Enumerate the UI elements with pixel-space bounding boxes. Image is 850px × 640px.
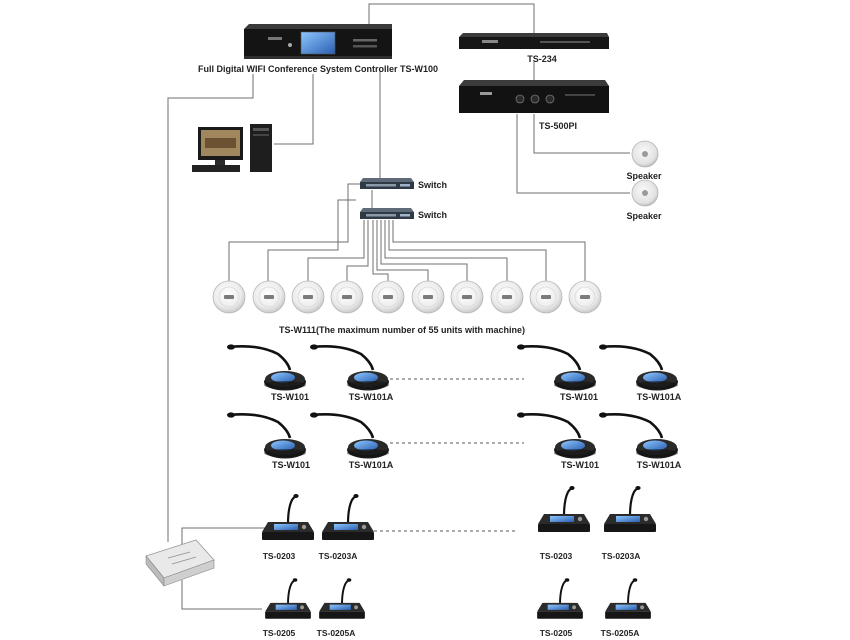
wired-mic-row-2: TS-0205 TS-0205A TS-0205 TS-0205A xyxy=(263,577,652,638)
w101a-label: TS-W101A xyxy=(349,460,394,470)
t0205a-label: TS-0205A xyxy=(601,628,640,638)
wireless-ap-icon xyxy=(212,280,246,314)
wireless-gooseneck-mic-icon xyxy=(308,343,391,392)
w101a-label: TS-W101A xyxy=(349,392,394,402)
speaker-1: Speaker xyxy=(626,140,662,181)
access-points: TS-W111(The maximum number of 55 units w… xyxy=(212,280,602,335)
controller-label: Full Digital WIFI Conference System Cont… xyxy=(198,64,438,74)
wireless-ap-icon xyxy=(411,280,445,314)
switch-1: Switch xyxy=(360,178,447,190)
junction-box-icon xyxy=(145,539,215,587)
t0203-label: TS-0203 xyxy=(263,551,296,561)
wireless-gooseneck-mic-icon xyxy=(225,343,308,392)
wireless-gooseneck-mic-icon xyxy=(515,411,598,460)
speaker-1-label: Speaker xyxy=(626,171,662,181)
wireless-ap-icon xyxy=(450,280,484,314)
rack-matrix-icon xyxy=(459,33,609,49)
wired-gooseneck-mic-icon xyxy=(318,577,366,620)
t0205-label: TS-0205 xyxy=(540,628,573,638)
wireless-ap-icon xyxy=(490,280,524,314)
t0205a-label: TS-0205A xyxy=(317,628,356,638)
w101-label: TS-W101 xyxy=(561,460,599,470)
junction-box xyxy=(145,539,215,587)
w101-label: TS-W101 xyxy=(271,392,309,402)
ap-caption: TS-W111(The maximum number of 55 units w… xyxy=(279,325,525,335)
wireless-gooseneck-mic-icon xyxy=(308,411,391,460)
t0203-label: TS-0203 xyxy=(540,551,573,561)
wired-gooseneck-mic-icon xyxy=(536,484,592,534)
ts500pi-label: TS-500PI xyxy=(539,121,577,131)
wireless-mic-row-2: TS-W101 TS-W101A TS-W101 TS-W101A xyxy=(225,411,682,470)
network-switch-icon xyxy=(360,208,414,219)
ts234-label: TS-234 xyxy=(527,54,557,64)
wireless-gooseneck-mic-icon xyxy=(515,343,598,392)
conference-controller: Full Digital WIFI Conference System Cont… xyxy=(198,24,438,74)
wireless-ap-icon xyxy=(252,280,286,314)
desktop-computer-icon xyxy=(192,124,272,172)
wireless-ap-icon xyxy=(568,280,602,314)
w101-label: TS-W101 xyxy=(272,460,310,470)
wired-gooseneck-mic-icon xyxy=(264,577,312,620)
wireless-gooseneck-mic-icon xyxy=(597,411,680,460)
wireless-ap-icon xyxy=(371,280,405,314)
matrix-unit: TS-234 xyxy=(459,33,609,64)
switch-1-label: Switch xyxy=(418,180,447,190)
wired-gooseneck-mic-icon xyxy=(260,492,316,542)
network-switch-icon xyxy=(360,178,414,189)
ceiling-speaker-icon xyxy=(631,140,659,168)
wired-gooseneck-mic-icon xyxy=(320,492,376,542)
wireless-gooseneck-mic-icon xyxy=(225,411,308,460)
wired-gooseneck-mic-icon xyxy=(536,577,584,620)
conference-controller-icon xyxy=(244,24,392,59)
switch-2: Switch xyxy=(360,208,447,220)
t0205-label: TS-0205 xyxy=(263,628,296,638)
speaker-2-label: Speaker xyxy=(626,211,662,221)
switch-2-label: Switch xyxy=(418,210,447,220)
wireless-ap-icon xyxy=(330,280,364,314)
power-amplifier-icon xyxy=(459,80,609,113)
desktop-computer xyxy=(192,124,272,172)
wireless-ap-icon xyxy=(529,280,563,314)
wired-mic-row-1: TS-0203 TS-0203A TS-0203 TS-0203A xyxy=(260,484,658,561)
wireless-mic-row-1: TS-W101 TS-W101A TS-W101 TS-W101A xyxy=(225,343,682,402)
t0203a-label: TS-0203A xyxy=(319,551,358,561)
wireless-ap-icon xyxy=(291,280,325,314)
wireless-gooseneck-mic-icon xyxy=(597,343,680,392)
connection-lines xyxy=(167,3,630,610)
w101a-label: TS-W101A xyxy=(637,392,682,402)
wired-gooseneck-mic-icon xyxy=(604,577,652,620)
speaker-2: Speaker xyxy=(626,179,662,221)
w101a-label: TS-W101A xyxy=(637,460,682,470)
ceiling-speaker-icon xyxy=(631,179,659,207)
t0203a-label: TS-0203A xyxy=(602,551,641,561)
w101-label: TS-W101 xyxy=(560,392,598,402)
power-amplifier: TS-500PI xyxy=(459,80,609,131)
wired-gooseneck-mic-icon xyxy=(602,484,658,534)
